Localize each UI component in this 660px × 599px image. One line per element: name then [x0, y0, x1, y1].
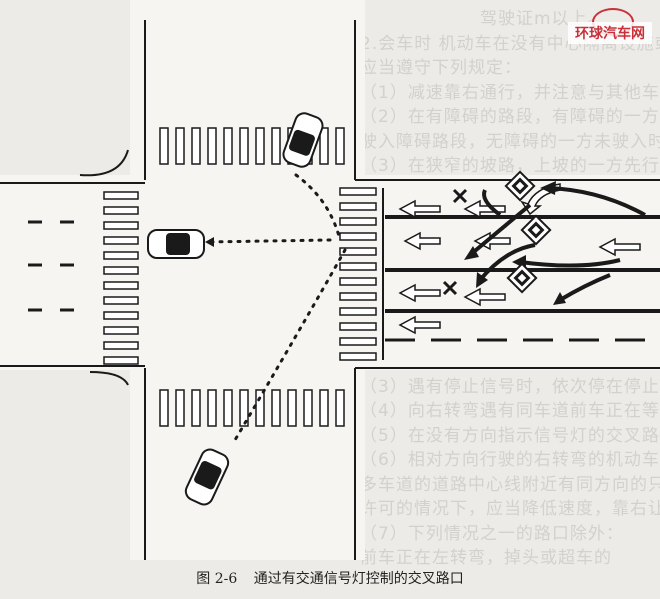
- crosswalk-stripe: [339, 262, 377, 271]
- turn-path-heads: [464, 181, 566, 305]
- cross-icon: [442, 188, 468, 296]
- background-text-line: 多车道的道路中心线附近有同方向的只有1条机动车道的道路上，遇车道后车变出: [360, 474, 660, 495]
- crosswalk-stripe: [103, 266, 139, 275]
- crosswalk-stripe: [339, 217, 377, 226]
- dotted-path-heads: [205, 237, 214, 247]
- crosswalk-stripe: [239, 389, 249, 427]
- crosswalk-stripe: [207, 127, 217, 165]
- road-edges: [0, 20, 660, 560]
- car-west: [147, 229, 205, 259]
- crosswalk-stripe: [103, 236, 139, 245]
- crosswalk-stripe: [271, 389, 281, 427]
- crosswalk-stripe: [103, 221, 139, 230]
- background-text-line: 驶入障碍路段，无障碍的一方未驶入时，有障碍的一方先行。: [360, 131, 660, 152]
- background-text-line: （3）遇有停止信号时，依次停在停止线以外。没有停止线的，停在路口以外。: [360, 376, 660, 397]
- background-text-line: （6）相对方向行驶的右转弯的机动车让左转弯的车辆先行。: [360, 450, 660, 470]
- crosswalk-stripe: [103, 311, 139, 320]
- figure-number: 图 2-6: [196, 571, 238, 587]
- crosswalk-stripe: [103, 326, 139, 335]
- crosswalk-stripe: [159, 127, 169, 165]
- crosswalk-stripe: [103, 296, 139, 305]
- crosswalk-stripe: [103, 356, 139, 365]
- right-turn-arrow-1: [398, 283, 441, 303]
- crosswalk-stripe: [271, 127, 281, 165]
- right-turn-arrow-2: [463, 287, 506, 307]
- crosswalk-stripe: [339, 337, 377, 346]
- turn-paths: [468, 186, 646, 302]
- background-text-line: （5）在没有方向指示信号灯的交叉路口，转弯的机动车让直行的车辆、行人先行。: [360, 425, 660, 446]
- crosswalk-stripe: [339, 277, 377, 286]
- right-turn-arrow-3: [398, 315, 441, 335]
- crosswalk-stripe: [159, 389, 169, 427]
- traffic-signals: [504, 170, 552, 294]
- car-south: [184, 448, 230, 506]
- left-lane-dashes: [28, 220, 74, 312]
- crosswalk-stripe: [239, 127, 249, 165]
- background-text-line: 应当遵守下列规定：: [360, 58, 522, 78]
- straight-arrow-3: [598, 237, 641, 257]
- left-turn-arrow-1: [398, 199, 441, 219]
- traffic-signal-icon: [504, 170, 536, 202]
- background-text-line: （4）向右转弯遇有同车道前车正在等候放行信号时，依次停车等候。: [360, 401, 660, 421]
- traffic-signal-icon: [520, 214, 552, 246]
- figure-caption: 图 2-6 通过有交通信号灯控制的交叉路口: [0, 568, 660, 588]
- watermark-logo: 环球汽车网: [568, 8, 652, 48]
- crosswalk-stripe: [335, 127, 345, 165]
- crosswalk-stripe: [319, 127, 329, 165]
- background-text-line: 前车正在左转弯，掉头或超车的: [360, 548, 612, 568]
- crosswalk-stripe: [255, 127, 265, 165]
- crosswalk-stripe: [103, 191, 139, 200]
- background-text-line: （3）在狭窄的坡路，上坡的一方先行；但下坡的一方已行至中途而上坡的一方: [360, 156, 660, 176]
- crosswalk-stripe: [175, 127, 185, 165]
- crosswalk-stripe: [339, 292, 377, 301]
- figure-title: 通过有交通信号灯控制的交叉路口: [253, 571, 464, 587]
- background-text-line: 许可的情况下，应当降低速度，靠右让路。: [360, 499, 660, 519]
- traffic-signal-icon: [506, 262, 538, 294]
- straight-arrow-1: [403, 231, 441, 251]
- crosswalk-stripe: [303, 389, 313, 427]
- crosswalk-stripe: [287, 389, 297, 427]
- crosswalk-stripe: [319, 389, 329, 427]
- crosswalk-stripe: [207, 389, 217, 427]
- crosswalk-stripe: [223, 389, 233, 427]
- crosswalk-stripe: [103, 341, 139, 350]
- road-surface: [0, 0, 660, 560]
- crosswalk-stripe: [223, 127, 233, 165]
- left-turn-arrow-2: [463, 199, 506, 219]
- background-text-line: （2）在有障碍的路段，有障碍的一方让无障碍的一方先行；但有障碍的一方已: [360, 107, 660, 127]
- crosswalk-stripe: [103, 251, 139, 260]
- car-north: [282, 112, 324, 168]
- background-text-line: （7）下列情况之一的路口除外：: [360, 523, 624, 544]
- crosswalk-stripe: [339, 187, 377, 196]
- crosswalk-stripe: [339, 232, 377, 241]
- crosswalk-west: [103, 191, 139, 365]
- crosswalk-stripe: [339, 247, 377, 256]
- watermark-text: 环球汽车网: [568, 22, 652, 44]
- crosswalk-stripe: [255, 389, 265, 427]
- crosswalk-stripe: [335, 389, 345, 427]
- crosswalk-stripe: [191, 389, 201, 427]
- crosswalk-stripe: [339, 202, 377, 211]
- crosswalk-stripe: [175, 389, 185, 427]
- crosswalk-east: [339, 187, 377, 361]
- dotted-paths: [203, 173, 347, 442]
- crosswalk-stripe: [103, 281, 139, 290]
- crosswalk-stripe: [339, 307, 377, 316]
- crosswalk-stripe: [103, 206, 139, 215]
- background-text-line: （1）减速靠右通行，并注意与其他车辆保持必要的安全横向距离。: [360, 82, 660, 103]
- crosswalk-stripe: [339, 322, 377, 331]
- crosswalk-stripe: [191, 127, 201, 165]
- crosswalk-south: [159, 389, 345, 427]
- crosswalk-stripe: [339, 352, 377, 361]
